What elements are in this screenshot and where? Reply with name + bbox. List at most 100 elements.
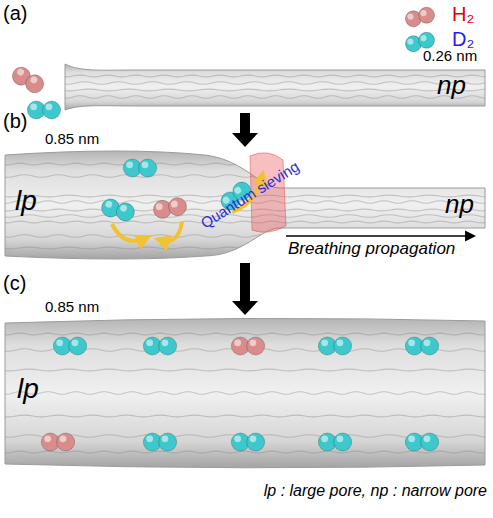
atom-highlight: [29, 75, 38, 84]
atom: [41, 433, 59, 451]
atom: [247, 433, 265, 451]
atom-highlight: [119, 204, 127, 212]
pore-texture-line: [0, 415, 492, 417]
atom-highlight: [146, 435, 153, 442]
pore-type-label: np: [437, 71, 466, 100]
pore-type-label: np: [445, 190, 474, 219]
pore-wall: [5, 151, 485, 259]
atom-highlight: [44, 435, 51, 442]
molecule: [318, 337, 351, 355]
atom: [53, 337, 71, 355]
atom-highlight: [126, 161, 133, 168]
legend-swatch: [400, 31, 440, 53]
molecule: [143, 433, 176, 451]
pore-texture-line: [0, 435, 493, 438]
figure-label: 0.85 nm: [45, 131, 99, 148]
figure-label: (a): [3, 2, 27, 24]
molecule: [404, 30, 437, 53]
pore-texture-line: [0, 333, 493, 335]
atom-highlight: [407, 13, 414, 20]
atom: [417, 5, 437, 25]
atom-highlight: [250, 339, 257, 346]
figure-label: (c): [3, 272, 26, 294]
atom: [143, 433, 161, 451]
atom-highlight: [321, 435, 328, 442]
atom: [69, 337, 87, 355]
atom-highlight: [408, 339, 415, 346]
molecule: [123, 159, 156, 177]
molecule: [143, 337, 176, 355]
atom: [100, 197, 122, 219]
atom: [22, 72, 47, 97]
pore-wall: [5, 318, 485, 467]
atom-highlight: [146, 339, 153, 346]
pore-texture-line: [0, 235, 492, 238]
atom-highlight: [420, 9, 427, 16]
diffusion-arrow: [112, 224, 146, 241]
molecule: [41, 433, 74, 451]
molecule: [405, 337, 438, 355]
pore-texture-line: [0, 215, 493, 218]
pore-texture-line: [0, 349, 492, 352]
atom-highlight: [16, 67, 25, 76]
atom-highlight: [72, 339, 79, 346]
legend-text: H₂: [452, 3, 474, 25]
atom-highlight: [321, 339, 328, 346]
atom: [159, 433, 177, 451]
atom-highlight: [46, 103, 53, 110]
legend-text: D₂: [452, 28, 474, 50]
atom: [405, 337, 423, 355]
atom-highlight: [407, 38, 414, 45]
atom: [123, 159, 141, 177]
atom: [43, 101, 61, 119]
atom-highlight: [408, 435, 415, 442]
step-arrow: [232, 263, 258, 315]
atom-highlight: [56, 339, 63, 346]
pore-type-label: lp: [15, 186, 37, 217]
pore-surface: [65, 64, 485, 110]
atom: [334, 337, 352, 355]
atom: [421, 433, 439, 451]
atom: [318, 433, 336, 451]
atom: [231, 337, 249, 355]
figure-label: 0.85 nm: [45, 299, 99, 316]
molecule: [231, 433, 264, 451]
molecule: [9, 64, 47, 96]
pore-texture-line: [0, 163, 493, 165]
diffusion-arrow: [160, 222, 182, 241]
molecule: [53, 337, 86, 355]
atom-highlight: [250, 435, 257, 442]
molecule: [27, 101, 60, 119]
atom: [421, 337, 439, 355]
pore-tube: np: [65, 64, 485, 110]
step-arrow: [232, 113, 258, 147]
atom-highlight: [155, 203, 163, 211]
atom: [417, 30, 437, 50]
atom-highlight: [162, 339, 169, 346]
atom: [247, 337, 265, 355]
pore-wall: [65, 64, 485, 110]
atom-highlight: [424, 435, 431, 442]
atom: [159, 337, 177, 355]
figure-label: (b): [3, 110, 27, 132]
pore-texture: [59, 75, 493, 98]
legend-swatch: [400, 6, 440, 28]
atom-highlight: [170, 200, 178, 208]
atom-highlight: [30, 103, 37, 110]
pore-texture-line: [59, 89, 493, 91]
pore-texture: [0, 333, 493, 453]
pore-texture-line: [59, 82, 493, 85]
atom: [9, 64, 34, 89]
atom: [167, 196, 188, 217]
figure-label: 0.26 nm: [423, 48, 477, 65]
pore-texture-line: [59, 96, 493, 99]
atom-highlight: [337, 435, 344, 442]
atom: [27, 101, 45, 119]
figure-label: lp : large pore, np : narrow pore: [200, 482, 487, 500]
pore-tube: lp: [5, 318, 485, 468]
atom: [231, 433, 249, 451]
molecule: [405, 433, 438, 451]
propagation-arrow: [286, 235, 474, 237]
